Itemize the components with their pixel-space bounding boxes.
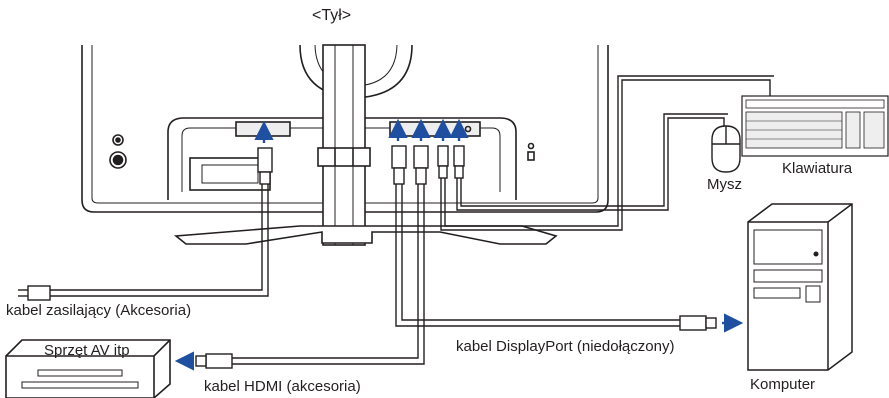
insert-arrows [254, 118, 469, 143]
cables [48, 75, 774, 365]
power-cable-label: kabel zasilający (Akcesoria) [6, 302, 192, 319]
hdmi-cable-label: kabel HDMI (akcesoria) [204, 378, 361, 395]
computer-label: Komputer [750, 376, 816, 393]
mouse-label: Mysz [707, 176, 742, 193]
view-title: <Tył> [312, 7, 352, 24]
mouse-icon [711, 125, 741, 173]
dp-plug-end [679, 313, 744, 333]
av-device-box [5, 339, 171, 398]
keyboard-icon [741, 95, 889, 157]
cable-plugs [257, 145, 465, 185]
displayport-cable-label: kabel DisplayPort (niedołączony) [456, 338, 675, 355]
computer-icon [747, 203, 853, 371]
hdmi-plug-end [174, 351, 233, 371]
power-plug-end [18, 285, 51, 301]
monitor-back [81, 44, 609, 246]
keyboard-label: Klawiatura [782, 160, 853, 177]
av-device-label: Sprzęt AV itp [44, 342, 130, 359]
